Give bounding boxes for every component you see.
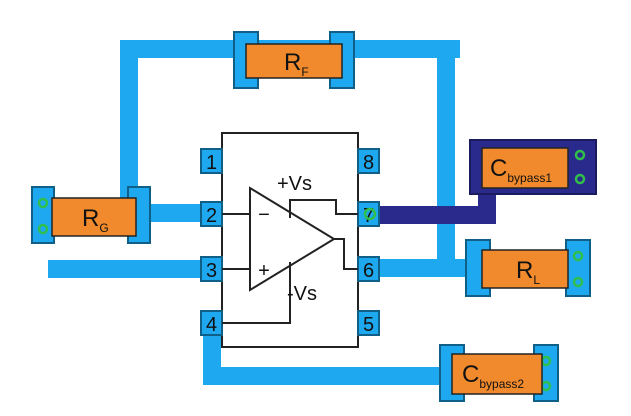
resistor-rl: RL — [465, 239, 591, 297]
trace-rg-to-pin2 — [138, 204, 204, 222]
label-sub: L — [533, 273, 540, 287]
ic-pin-2: 2 — [200, 201, 223, 227]
capacitor-cbypass1: Cbypass1 — [469, 139, 597, 195]
pad-right — [565, 239, 591, 297]
resistor-rg: RG — [31, 186, 151, 244]
wire-vs-neg-to-pin4 — [222, 262, 291, 324]
resistor-rf: RF — [233, 31, 355, 89]
opamp-symbol — [222, 186, 358, 324]
via-pin7 — [363, 207, 377, 221]
pin-label: 4 — [206, 314, 217, 336]
trace-pin7-right — [374, 206, 496, 224]
capacitor-body — [481, 147, 569, 189]
ic-package: 1 2 3 4 8 7 6 5 — [200, 132, 380, 348]
supply-neg-label: -Vs — [287, 283, 317, 305]
pin-label: 5 — [363, 314, 374, 336]
component-label: Cbypass1 — [490, 155, 552, 185]
via — [574, 149, 586, 161]
component-label: Cbypass2 — [462, 361, 524, 391]
pin-label: 7 — [363, 205, 374, 227]
via — [572, 250, 584, 262]
label-sub: G — [99, 221, 108, 235]
label-sub: bypass2 — [479, 377, 524, 391]
trace-input-pin3 — [48, 260, 204, 278]
pin-label: 6 — [363, 260, 374, 282]
pin-label: 1 — [206, 152, 217, 174]
via — [37, 197, 49, 209]
trace-output-pin6 — [374, 259, 494, 277]
ic-pin-3: 3 — [200, 256, 223, 282]
resistor-body — [51, 197, 137, 237]
label-name: C — [490, 155, 507, 182]
component-label: RF — [284, 49, 309, 79]
pin-label: 8 — [363, 152, 374, 174]
wire-vs-pos-to-pin7 — [289, 199, 358, 218]
resistor-body — [481, 249, 569, 289]
via — [37, 223, 49, 235]
ic-pin-7: 7 — [357, 201, 380, 227]
pin-label: 3 — [206, 260, 217, 282]
label-sub: F — [301, 65, 308, 79]
pin-label: 2 — [206, 205, 217, 227]
trace-feedback-left — [120, 40, 138, 200]
via — [572, 276, 584, 288]
component-label: RG — [82, 205, 109, 235]
pad-left — [31, 186, 55, 244]
ic-pin-1: 1 — [200, 148, 223, 174]
capacitor-body — [451, 353, 543, 395]
resistor-body — [245, 43, 343, 79]
label-sub: bypass1 — [507, 171, 552, 185]
ic-pin-6: 6 — [357, 256, 380, 282]
component-label: RL — [516, 257, 540, 287]
ic-pin-4: 4 — [200, 310, 223, 336]
label-name: C — [462, 361, 479, 388]
ic-pin-5: 5 — [357, 310, 380, 336]
trace-feedback-right — [437, 40, 455, 272]
via — [574, 173, 586, 185]
label-name: R — [516, 257, 533, 284]
capacitor-cbypass2: Cbypass2 — [439, 344, 559, 402]
label-name: R — [82, 205, 99, 232]
opamp-triangle — [249, 186, 336, 292]
wire-output-to-pin6 — [334, 238, 358, 270]
trace-pin4-bottom — [203, 367, 455, 385]
opamp-inverting-sign: − — [258, 204, 270, 226]
opamp-noninverting-sign: + — [258, 260, 270, 282]
supply-pos-label: +Vs — [277, 173, 312, 195]
ic-pin-8: 8 — [357, 148, 380, 174]
label-name: R — [284, 49, 301, 76]
